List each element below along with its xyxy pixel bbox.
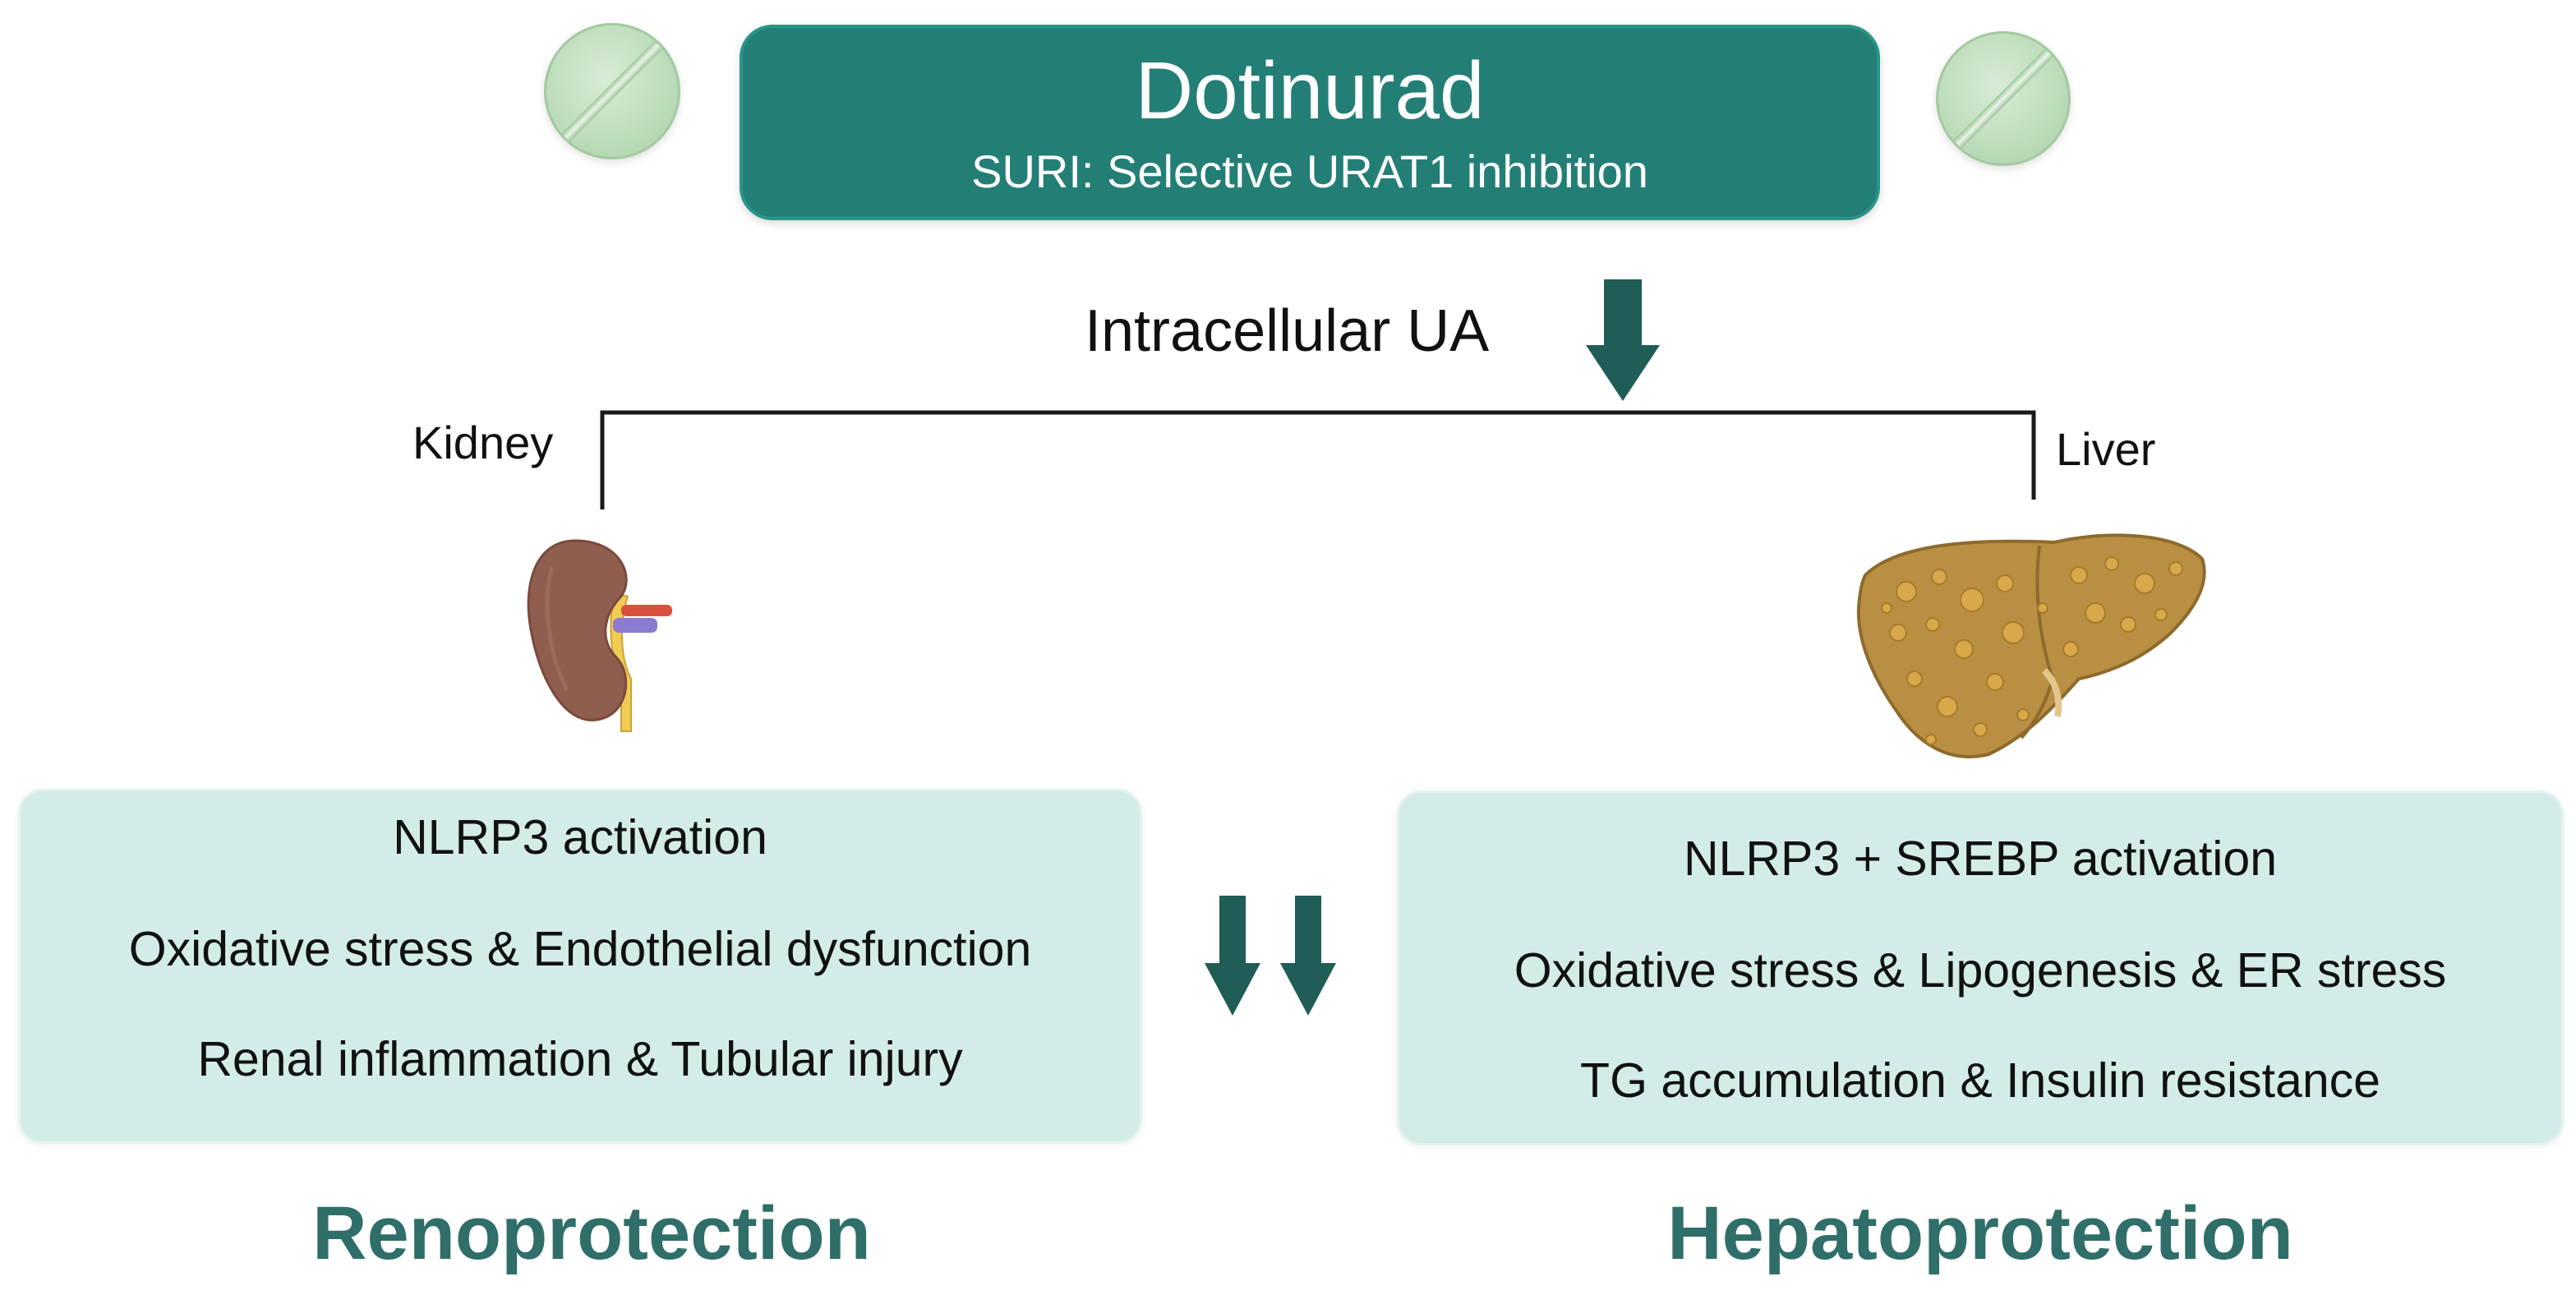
branch-connector	[600, 410, 2036, 509]
liver-effect-2: Oxidative stress & Lipogenesis & ER stre…	[1514, 943, 2447, 998]
kidney-icon	[527, 539, 672, 732]
kidney-effect-2: Oxidative stress & Endothelial dysfuncti…	[128, 922, 1032, 976]
liver-effects-box: NLRP3 + SREBP activation Oxidative stres…	[1397, 790, 2564, 1145]
pill-icon-left	[544, 23, 680, 159]
kidney-label: Kidney	[412, 417, 554, 468]
drug-name: Dotinurad	[1135, 45, 1485, 136]
liver-label: Liver	[2056, 423, 2156, 475]
liver-effect-1: NLRP3 + SREBP activation	[1683, 832, 2278, 886]
pill-icon-right	[1936, 31, 2071, 166]
hepatoprotection-label: Hepatoprotection	[1667, 1191, 2293, 1275]
liver-icon	[1856, 533, 2206, 758]
drug-box: Dotinurad SURI: Selective URAT1 inhibiti…	[740, 25, 1880, 220]
drug-subtitle: SURI: Selective URAT1 inhibition	[971, 145, 1648, 197]
intracellular-ua-label: Intracellular UA	[1085, 298, 1490, 364]
renoprotection-label: Renoprotection	[312, 1191, 871, 1275]
kidney-effect-3: Renal inflammation & Tubular injury	[197, 1032, 963, 1086]
decrease-arrows-icon	[1205, 896, 1336, 1016]
liver-effect-3: TG accumulation & Insulin resistance	[1580, 1053, 2380, 1108]
down-arrow-icon	[1586, 279, 1660, 401]
kidney-effect-1: NLRP3 activation	[393, 810, 767, 864]
kidney-effects-box: NLRP3 activation Oxidative stress & Endo…	[18, 789, 1142, 1144]
